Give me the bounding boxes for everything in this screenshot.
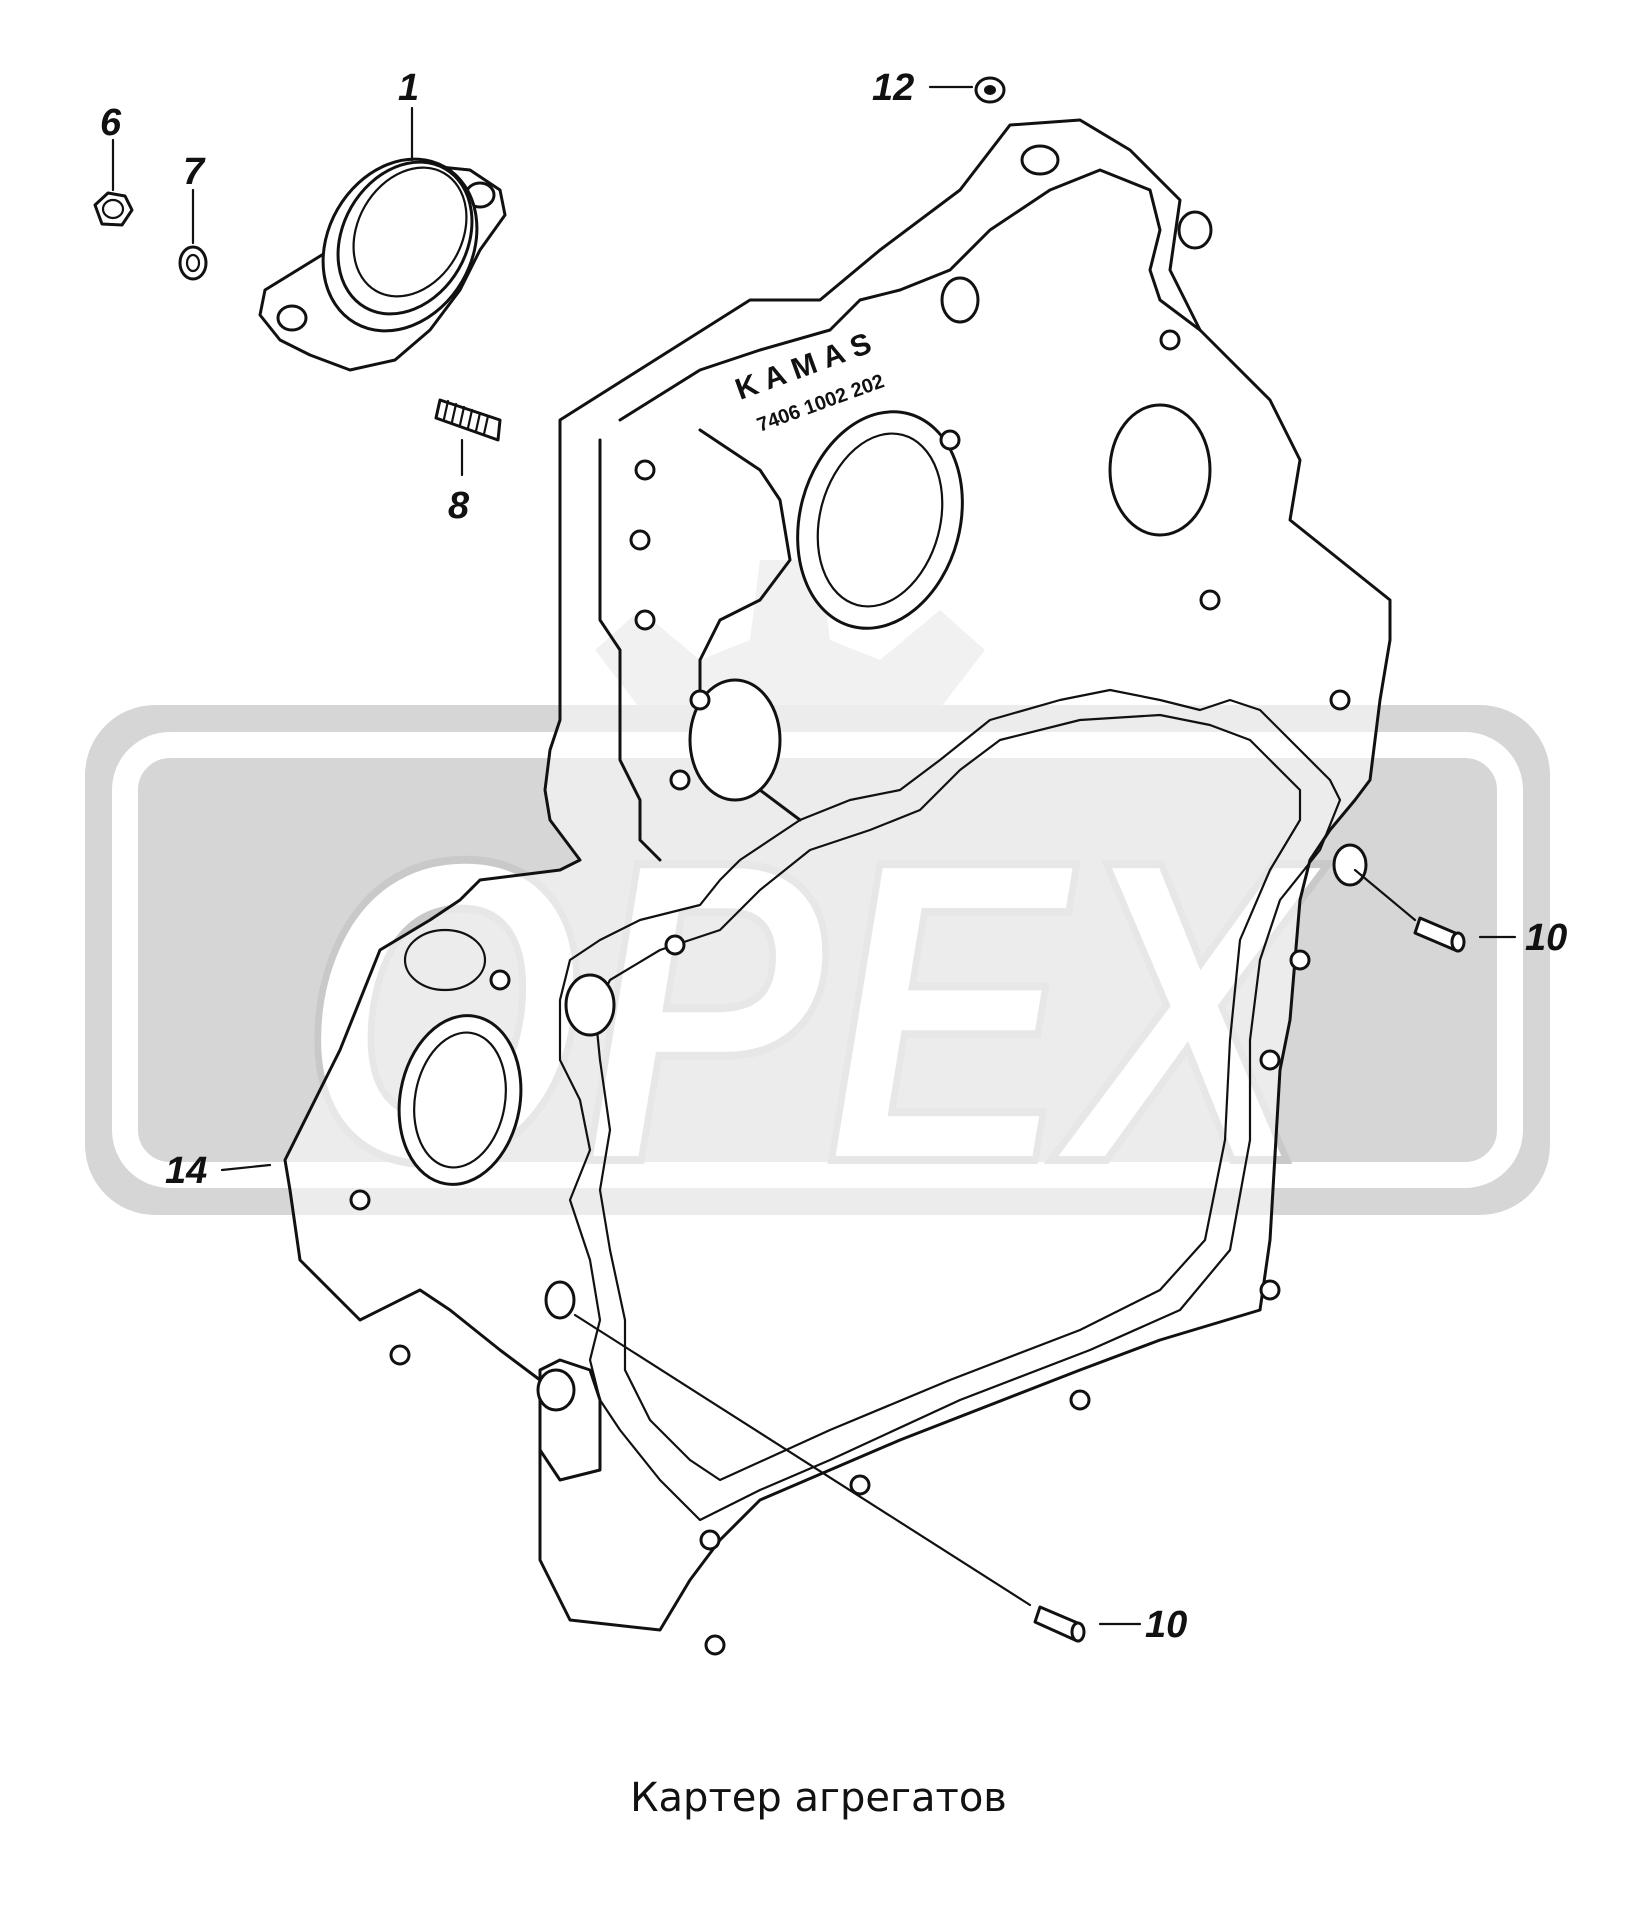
part-6-nut xyxy=(93,191,134,227)
gasket-inner xyxy=(593,713,1302,1482)
part-10-dowel-right xyxy=(1413,916,1466,953)
callout-6: 6 xyxy=(100,102,122,144)
lower-boss xyxy=(538,1358,602,1482)
nut-hex xyxy=(93,191,134,227)
dowel-axis-lower xyxy=(573,1313,1032,1607)
housing-left-edge xyxy=(598,438,662,862)
bolt-hole xyxy=(489,969,511,991)
stud-threads xyxy=(442,399,490,436)
bolt-hole xyxy=(669,769,691,791)
nut-face xyxy=(101,198,125,220)
part-7-washer xyxy=(178,245,208,281)
callout-10-lower: 10 xyxy=(1145,1604,1187,1646)
callout-14: 14 xyxy=(165,1150,207,1192)
bolt-hole xyxy=(1259,1049,1281,1071)
dowel-end xyxy=(1070,1621,1086,1643)
stud-body xyxy=(434,398,502,442)
callout-10-right: 10 xyxy=(1525,917,1567,959)
bolt-holes xyxy=(349,329,1351,1656)
leader-lines xyxy=(111,85,1517,1626)
callout-1: 1 xyxy=(398,67,419,109)
top-boss-2 xyxy=(940,276,980,324)
callout-7: 7 xyxy=(183,151,206,193)
bolt-hole xyxy=(1329,689,1351,711)
bolt-hole xyxy=(689,689,711,711)
gear-housing: KAMAS 7406 1002 202 xyxy=(283,118,1392,1656)
top-boss xyxy=(1020,144,1060,176)
dowel-end xyxy=(1450,931,1466,953)
bolt-hole xyxy=(664,934,686,956)
bolt-hole xyxy=(1259,1279,1281,1301)
washer-inner xyxy=(185,253,201,273)
bolt-hole xyxy=(634,609,656,631)
lower-boss-hole xyxy=(536,1368,576,1412)
washer-outer xyxy=(178,245,208,281)
dowel-hole-right xyxy=(1332,843,1368,887)
part-8-stud xyxy=(434,398,502,442)
bolt-hole xyxy=(634,459,656,481)
part-10-dowel-lower xyxy=(1033,1605,1086,1643)
right-bore xyxy=(1108,403,1212,537)
boss-right-top xyxy=(1177,210,1213,250)
bore-upper-inner xyxy=(816,432,944,608)
bore-left-top xyxy=(403,928,487,992)
bolt-hole xyxy=(1069,1389,1091,1411)
dowel-axis-right xyxy=(1353,868,1417,922)
housing-top-flange xyxy=(618,168,1202,422)
bolt-hole xyxy=(704,1634,726,1656)
boss-small xyxy=(564,973,616,1037)
flange-bolt-hole-left xyxy=(276,304,308,332)
bolt-hole xyxy=(1289,949,1311,971)
bore-left-inner xyxy=(413,1031,507,1169)
bolt-hole xyxy=(849,1474,871,1496)
part-12-plug xyxy=(974,76,1006,104)
bolt-hole xyxy=(349,1189,371,1211)
part-1-flange xyxy=(258,157,507,372)
callout-8: 8 xyxy=(448,485,470,527)
leader-14 xyxy=(220,1163,272,1172)
flange-bore-inner xyxy=(352,166,468,298)
bolt-hole xyxy=(1199,589,1221,611)
bolt-hole xyxy=(699,1529,721,1551)
pad-hole xyxy=(688,678,782,802)
diagram-caption: Картер агрегатов xyxy=(630,1775,1007,1821)
dowel-hole-lower xyxy=(544,1280,576,1320)
bolt-hole xyxy=(629,529,651,551)
callout-labels: 1 6 7 8 10 10 12 14 xyxy=(100,67,1567,1646)
flange-ring xyxy=(336,160,474,316)
callout-12: 12 xyxy=(872,67,914,109)
gasket-line xyxy=(558,688,1342,1522)
bolt-hole xyxy=(1159,329,1181,351)
plug-center xyxy=(984,85,996,95)
bolt-hole xyxy=(939,429,961,451)
bolt-hole xyxy=(389,1344,411,1366)
